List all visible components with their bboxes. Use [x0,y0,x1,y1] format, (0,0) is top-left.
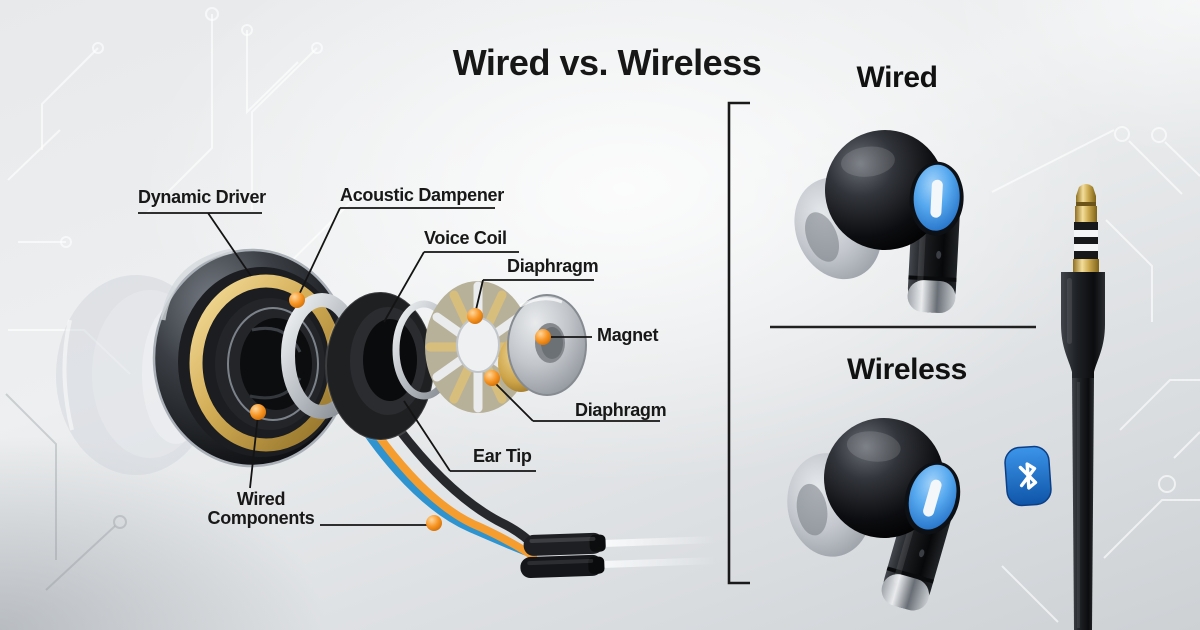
comparison-bracket [727,101,750,585]
exploded-earbud-diagram [56,248,718,579]
wireless-earbud-illustration [763,405,974,618]
section-header-wireless: Wireless [847,353,967,386]
label-ear-tip: Ear Tip [473,446,532,466]
page-title: Wired vs. Wireless [452,42,762,84]
label-diaphragm-top: Diaphragm [507,256,599,276]
cable-connectors-illustration [520,532,718,579]
driver-housing-illustration [152,248,352,468]
label-magnet: Magnet [597,325,659,345]
magnet-illustration [507,294,587,396]
section-header-wired: Wired [856,61,938,94]
label-voice-coil: Voice Coil [424,228,507,248]
orange-callout-dots [250,292,551,531]
bluetooth-icon [1004,445,1052,507]
wired-earbud-illustration [773,121,982,331]
label-acoustic-dampener: Acoustic Dampener [340,185,504,205]
label-wired-components: Wired Components [207,489,315,528]
label-diaphragm-bottom: Diaphragm [575,400,667,420]
audio-jack-icon [1061,184,1105,630]
circuit-pattern-dark [5,393,127,591]
callout-lines [138,207,660,526]
acoustic-ring-illustration [325,291,435,441]
circuit-pattern [7,7,1200,623]
label-dynamic-driver: Dynamic Driver [138,187,266,207]
